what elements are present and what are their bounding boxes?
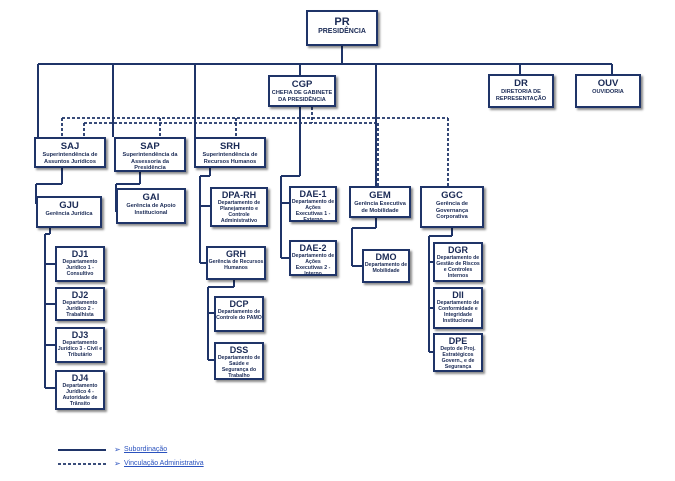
node-pr: PR PRESIDÊNCIA: [306, 10, 378, 46]
node-grh: GRH Gerência de Recursos Humanos: [206, 246, 266, 280]
node-code: GJU: [59, 200, 79, 211]
node-dae-1: DAE-1 Departamento de Ações Executivas 1…: [289, 186, 337, 222]
node-code: DJ3: [71, 330, 89, 340]
node-code: DJ1: [71, 249, 89, 259]
node-dpa-rh: DPA-RH Departamento de Planejamento e Co…: [210, 187, 268, 227]
node-dcp: DCP Departamento de Controle do PAMO: [214, 296, 264, 332]
node-dj3: DJ3 Departamento Jurídico 3 - Civil e Tr…: [55, 327, 105, 363]
legend-arrow-icon: ➢: [114, 459, 121, 468]
node-code: DSS: [229, 345, 249, 355]
node-dj1: DJ1 Departamento Jurídico 1 - Consultivo: [55, 246, 105, 282]
node-desc: Gerência de Recursos Humanos: [208, 258, 264, 271]
node-code: DII: [452, 290, 464, 300]
node-desc: Superintendência da Assessoria da Presid…: [122, 152, 178, 172]
node-desc: Superintendência de Assuntos Jurídicos: [42, 152, 98, 165]
node-desc: Departamento de Planejamento e Controle …: [217, 199, 261, 224]
node-desc: Departamento Jurídico 2 - Trabalhista: [62, 299, 98, 318]
node-dae-2: DAE-2 Departamento de Ações Executivas 2…: [289, 240, 337, 276]
node-code: PR: [334, 16, 350, 28]
node-srh: SRH Superintendência de Recursos Humanos: [194, 137, 266, 168]
node-code: DCP: [229, 299, 249, 309]
node-ggc: GGC Gerência de Governança Corporativa: [420, 186, 484, 228]
node-gju: GJU Gerência Jurídica: [36, 196, 102, 228]
node-desc: Departamento de Mobilidade: [364, 261, 408, 274]
node-desc: Departamento Jurídico 3 - Civil e Tribut…: [57, 339, 103, 358]
node-dii: DII Departamento de Conformidade e Integ…: [433, 287, 483, 329]
node-desc: DIRETORIA DE REPRESENTAÇÃO: [495, 89, 547, 102]
node-saj: SAJ Superintendência de Assuntos Jurídic…: [34, 137, 106, 168]
node-cgp: CGP CHEFIA DE GABINETE DA PRESIDÊNCIA: [268, 75, 336, 107]
node-desc: Departamento de Conformidade e Integrida…: [436, 299, 480, 324]
node-desc: Gerência de Governança Corporativa: [435, 201, 469, 221]
node-ouv: OUV OUVIDORIA: [575, 74, 641, 108]
node-code: DR: [514, 78, 528, 89]
node-code: OUV: [597, 78, 619, 89]
node-desc: CHEFIA DE GABINETE DA PRESIDÊNCIA: [271, 90, 333, 103]
node-gem: GEM Gerência Executiva de Mobilidade: [349, 186, 411, 218]
node-desc: PRESIDÊNCIA: [318, 28, 366, 36]
node-code: GRH: [226, 249, 246, 259]
node-code: CGP: [291, 79, 313, 90]
node-code: DPA-RH: [221, 190, 257, 200]
node-code: GEM: [369, 190, 391, 201]
node-gai: GAI Gerência de Apoio Institucional: [116, 188, 186, 224]
node-desc: Departamento Jurídico 4 - Autoridade de …: [62, 382, 98, 407]
node-code: DAE-2: [299, 243, 327, 253]
legend-subordinacao: Subordinação: [124, 446, 168, 453]
node-code: SAJ: [60, 141, 80, 152]
node-desc: Departamento de Controle do PAMO: [216, 308, 262, 321]
node-code: DMO: [375, 252, 397, 262]
node-desc: Gerência de Apoio Institucional: [126, 203, 176, 216]
node-code: DGR: [448, 245, 468, 255]
legend-vinculacao: Vinculação Administrativa: [124, 460, 204, 467]
node-desc: Gerência Executiva de Mobilidade: [354, 201, 406, 214]
node-dj2: DJ2 Departamento Jurídico 2 - Trabalhist…: [55, 287, 105, 321]
legend-arrow-icon: ➢: [114, 445, 121, 454]
node-dj4: DJ4 Departamento Jurídico 4 - Autoridade…: [55, 370, 105, 410]
node-desc: Departamento Jurídico 1 - Consultivo: [62, 258, 98, 277]
node-dmo: DMO Departamento de Mobilidade: [362, 249, 410, 283]
node-desc: OUVIDORIA: [592, 89, 624, 96]
node-code: DAE-1: [299, 189, 327, 199]
node-sap: SAP Superintendência da Assessoria da Pr…: [114, 137, 186, 172]
node-code: SRH: [219, 141, 241, 152]
node-desc: Departamento de Ações Executivas 1 - Ext…: [291, 198, 335, 222]
node-desc: Departamento de Ações Executivas 2 - Int…: [291, 252, 335, 276]
node-code: GGC: [441, 190, 463, 201]
node-code: DJ4: [71, 373, 89, 383]
node-desc: Departamento de Gestão de Riscos e Contr…: [436, 254, 480, 279]
node-dr: DR DIRETORIA DE REPRESENTAÇÃO: [488, 74, 554, 108]
node-code: DJ2: [71, 290, 89, 300]
node-code: GAI: [142, 192, 160, 203]
node-desc: Depto de Proj. Estratégicos Govern., e d…: [440, 345, 476, 370]
node-code: DPE: [448, 336, 468, 346]
node-dss: DSS Departamento de Saúde e Segurança do…: [214, 342, 264, 380]
node-code: SAP: [140, 141, 160, 152]
node-desc: Superintendência de Recursos Humanos: [202, 152, 258, 165]
node-desc: Departamento de Saúde e Segurança do Tra…: [217, 354, 261, 379]
node-desc: Gerência Jurídica: [45, 211, 93, 218]
node-dgr: DGR Departamento de Gestão de Riscos e C…: [433, 242, 483, 282]
node-dpe: DPE Depto de Proj. Estratégicos Govern.,…: [433, 333, 483, 372]
